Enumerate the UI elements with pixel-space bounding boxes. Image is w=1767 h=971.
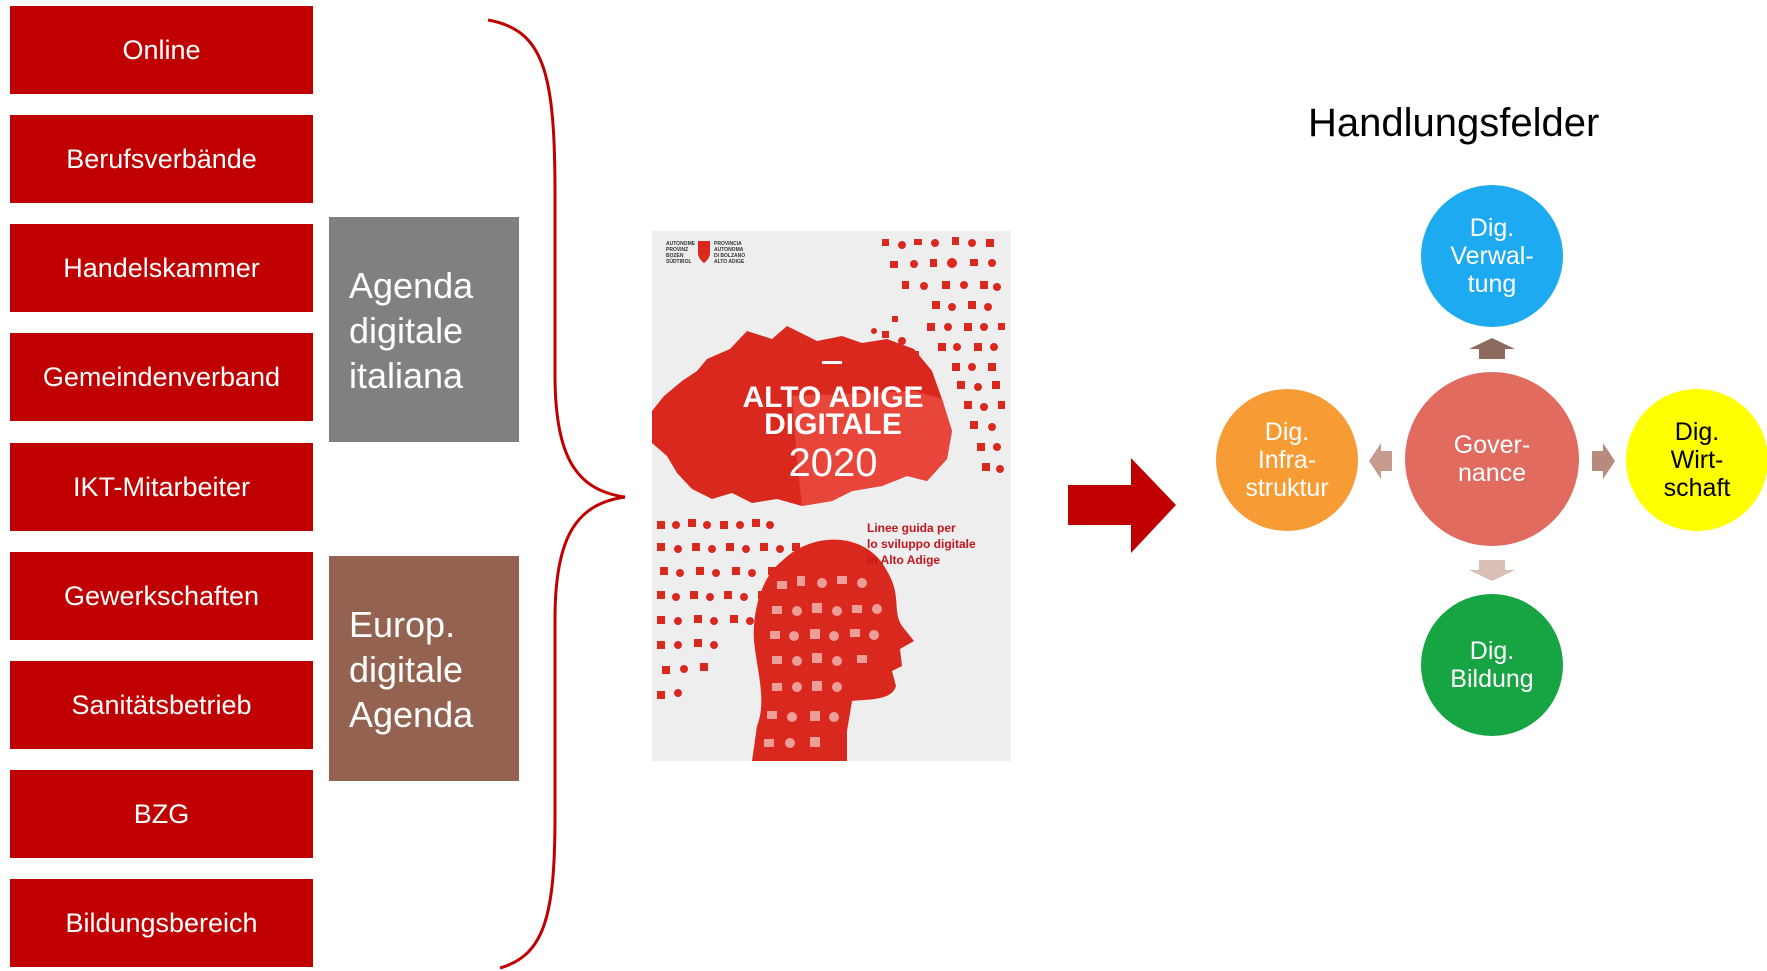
circle-label: tung — [1467, 270, 1517, 298]
source-label: Gewerkschaften — [63, 580, 260, 611]
agenda-line: Europ. — [349, 604, 456, 645]
circle-label: Dig. — [1469, 637, 1515, 665]
curly-brace — [487, 18, 626, 970]
circle-label: Gover- — [1453, 431, 1531, 459]
cover-year: 2020 — [789, 441, 878, 485]
circle-bildung: Dig. Bildung — [1421, 594, 1563, 736]
circle-label: Dig. — [1264, 418, 1310, 446]
circle-label: Dig. — [1469, 214, 1515, 242]
cover-title-line1: ALTO ADIGE — [742, 381, 923, 414]
source-label: Gemeindenverband — [42, 361, 281, 392]
logo-text: DI BOLZANO — [714, 253, 745, 259]
source-bzg: BZG — [10, 770, 313, 858]
circle-label: Infra- — [1257, 446, 1317, 474]
source-berufsverbaende: Berufsverbände — [10, 115, 313, 203]
agenda-line: digitale — [349, 310, 464, 351]
logo-text: PROVINZ — [666, 247, 688, 253]
source-label: Handelskammer — [63, 252, 260, 283]
arrow-down-icon — [1469, 560, 1515, 581]
handlungsfelder-title: Handlungsfelder — [1308, 101, 1600, 145]
source-online: Online — [10, 6, 313, 94]
agenda-italiana: Agenda digitale italiana — [329, 217, 519, 442]
agenda-line: digitale — [349, 649, 464, 690]
source-handelskammer: Handelskammer — [10, 224, 313, 312]
circle-verwaltung: Dig. Verwal- tung — [1421, 185, 1563, 327]
source-label: Sanitätsbetrieb — [71, 689, 252, 720]
arrow-up-icon — [1469, 338, 1515, 359]
cover-subtitle: lo sviluppo digitale — [867, 537, 976, 551]
circle-label: Dig. — [1674, 418, 1720, 446]
logo: AUTONOME PROVINZ BOZEN SÜDTIROL PROVINCI… — [666, 241, 745, 265]
cover-title-line2: DIGITALE — [764, 408, 902, 441]
logo-text: ALTO ADIGE — [714, 259, 745, 265]
arrow-right-icon — [1592, 443, 1615, 479]
circle-label: schaft — [1663, 474, 1731, 502]
head-silhouette — [752, 539, 914, 761]
source-gewerkschaften: Gewerkschaften — [10, 552, 313, 640]
source-label: IKT-Mitarbeiter — [72, 471, 251, 502]
agenda-europa: Europ. digitale Agenda — [329, 556, 519, 781]
agenda-line: italiana — [349, 355, 464, 396]
source-label: Berufsverbände — [66, 143, 257, 174]
circle-label: struktur — [1245, 474, 1329, 502]
agenda-line: Agenda — [349, 694, 474, 735]
circle-infrastruktur: Dig. Infra- struktur — [1216, 389, 1358, 531]
logo-text: AUTONOME — [666, 241, 696, 247]
icon-scatter-top-right — [871, 237, 1005, 473]
source-sanitaetsbetrieb: Sanitätsbetrieb — [10, 661, 313, 749]
cover-image: AUTONOME PROVINZ BOZEN SÜDTIROL PROVINCI… — [652, 231, 1011, 761]
cover-subtitle: Linee guida per — [867, 521, 956, 535]
source-label: Online — [122, 34, 201, 65]
circle-label: Wirt- — [1670, 446, 1724, 474]
circle-governance: Gover- nance — [1405, 372, 1579, 546]
source-label: Bildungsbereich — [65, 907, 258, 938]
circle-wirtschaft: Dig. Wirt- schaft — [1626, 389, 1767, 531]
cover-subtitle: in Alto Adige — [867, 553, 940, 567]
logo-text: PROVINCIA — [714, 241, 742, 247]
circle-label: Bildung — [1450, 665, 1534, 693]
source-ikt-mitarbeiter: IKT-Mitarbeiter — [10, 443, 313, 531]
source-bildungsbereich: Bildungsbereich — [10, 879, 313, 967]
circle-label: Verwal- — [1450, 242, 1534, 270]
logo-text: AUTONOMA — [714, 247, 744, 253]
arrow-left-icon — [1369, 443, 1392, 479]
circle-label: nance — [1457, 459, 1527, 487]
source-label: BZG — [133, 798, 190, 829]
source-gemeindenverband: Gemeindenverband — [10, 333, 313, 421]
right-arrow-icon — [1068, 458, 1176, 553]
logo-text: SÜDTIROL — [666, 258, 692, 265]
agenda-line: Agenda — [349, 265, 474, 306]
logo-text: BOZEN — [666, 253, 684, 259]
